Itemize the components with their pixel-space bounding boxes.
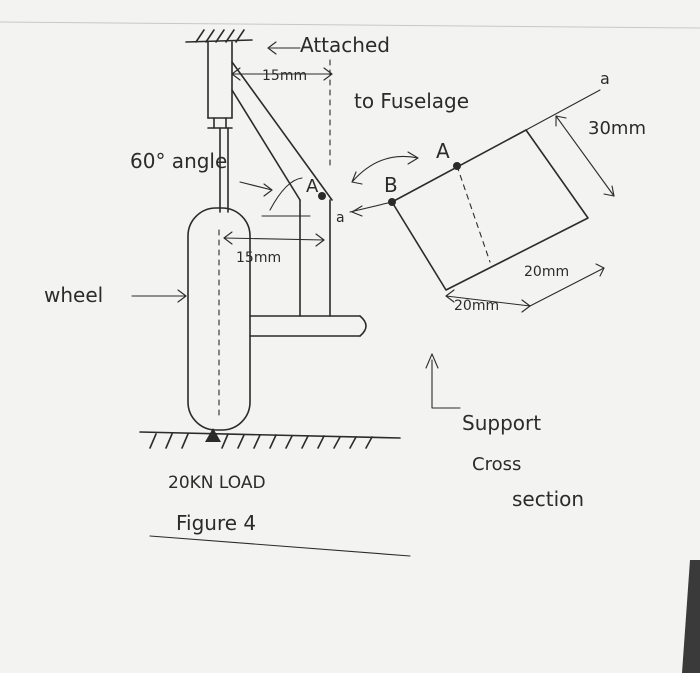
section-line <box>349 89 601 217</box>
label-cross: Cross <box>472 454 521 475</box>
label-support: Support <box>462 411 541 435</box>
mid-dimension <box>223 231 325 247</box>
fuselage-hatch <box>185 29 253 43</box>
label-mid-dim: 15mm <box>236 250 281 266</box>
label-top-dim: 15mm <box>262 68 307 84</box>
wheel-body <box>187 207 251 431</box>
dim-20mm <box>445 263 605 313</box>
label-load: 20KN LOAD <box>168 473 266 493</box>
text-labels: Attached to Fuselage 15mm 60° angle A 15… <box>44 33 646 535</box>
label-section-a: a <box>600 69 610 88</box>
label-dim-30: 30mm <box>588 118 646 139</box>
notebook-rule <box>0 21 700 29</box>
support-arrow <box>425 353 461 409</box>
label-point-b: B <box>384 173 398 197</box>
label-section-a-small: a <box>336 210 345 226</box>
angle-marker <box>239 177 311 217</box>
label-attached: Attached <box>300 33 390 57</box>
load-arrow-icon <box>205 428 221 442</box>
figure-underline <box>149 535 411 557</box>
label-wheel: wheel <box>44 283 103 307</box>
label-section: section <box>512 487 584 511</box>
point-a-strut <box>318 192 326 200</box>
label-angle: 60° angle <box>130 149 227 173</box>
dim-30mm <box>555 115 615 197</box>
label-dim-20-left: 20mm <box>454 298 499 314</box>
wheel-arrow <box>131 289 187 303</box>
axle <box>249 315 367 337</box>
label-figure: Figure 4 <box>176 511 256 535</box>
angled-support <box>231 61 333 317</box>
label-point-a-upper: A <box>306 176 319 197</box>
label-dim-20-right: 20mm <box>524 264 569 280</box>
label-point-a-support: A <box>436 139 450 163</box>
top-dimension <box>231 41 333 81</box>
label-to-fuselage: to Fuselage <box>354 89 469 113</box>
ground <box>139 431 401 449</box>
point-a-section <box>453 162 461 170</box>
section-pointer <box>351 151 419 185</box>
upper-strut <box>207 41 233 129</box>
main-leg <box>219 127 229 213</box>
